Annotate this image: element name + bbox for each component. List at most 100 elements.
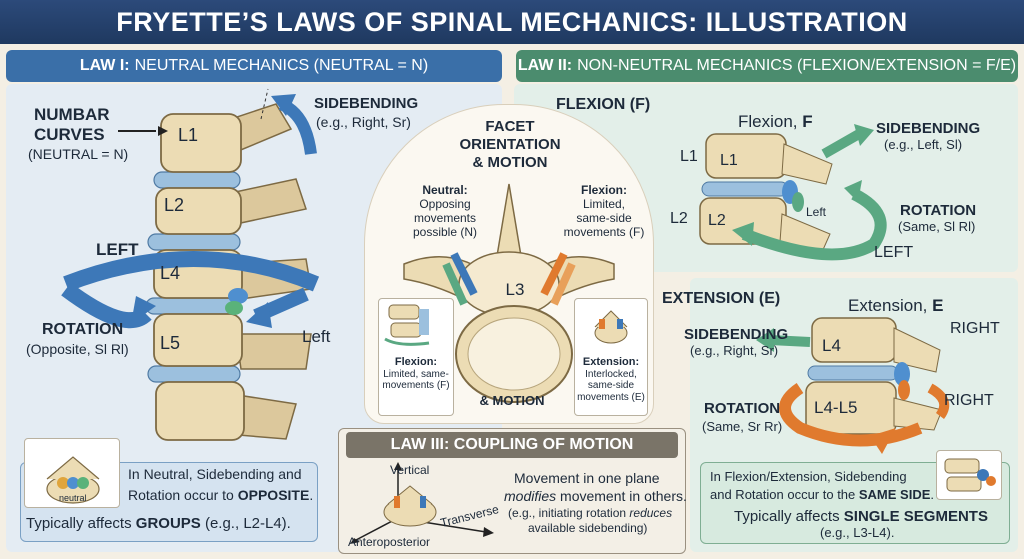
law3-text-line3-b: reduces xyxy=(629,506,673,520)
disc-2 xyxy=(147,233,241,251)
facet-title-3: & MOTION xyxy=(472,154,548,171)
extension-thumb-heading: Extension: xyxy=(582,356,640,368)
facet-right-orange xyxy=(540,252,568,296)
anteroposterior-axis-head xyxy=(350,538,360,544)
facet-l3-label: L3 xyxy=(505,280,525,299)
extension-rotation-label: ROTATION xyxy=(704,400,781,417)
spinous-process-4 xyxy=(235,333,312,370)
law2-box-line3-a: Typically affects xyxy=(734,508,844,525)
facet-neutral-heading: Neutral: xyxy=(422,183,468,197)
extension-illustration xyxy=(756,317,950,454)
law1-neutral-thumbnail: neutral xyxy=(24,438,120,508)
law1-box-line1: In Neutral, Sidebending and xyxy=(128,466,302,482)
sidebending-arrowhead xyxy=(271,94,296,116)
law1-box-line3-c: (e.g., L2-L4). xyxy=(200,515,291,532)
law1-left-label: LEFT xyxy=(96,240,139,259)
flexion-sidebending-label: SIDEBENDING xyxy=(876,120,981,137)
flexion-sidebending-arrow xyxy=(821,129,862,159)
law1-sidebending-eg: (e.g., Right, Sr) xyxy=(316,114,411,130)
law2-header: LAW II: NON-NEUTRAL MECHANICS (FLEXION/E… xyxy=(516,50,1018,82)
law1-box-line3: Typically affects GROUPS (e.g., L2-L4). xyxy=(26,515,291,532)
law2-box-line3: Typically affects SINGLE SEGMENTS xyxy=(734,508,988,525)
law2-thumbnail xyxy=(936,450,1002,500)
extension-thumb-line2: same-side xyxy=(587,380,635,392)
law2-box-line3-b: SINGLE SEGMENTS xyxy=(843,508,988,525)
facet-neutral-line2: movements xyxy=(413,211,477,225)
law1-box-line2-c: . xyxy=(309,487,314,503)
facet-right-light-orange xyxy=(550,262,576,306)
extension-rotation-eg: (Same, Sr Rr) xyxy=(702,419,783,434)
law1-header: LAW I: NEUTRAL MECHANICS (NEUTRAL = N) xyxy=(6,50,502,82)
flexion-l2-inner: L2 xyxy=(708,212,726,229)
law2-header-prefix: LAW II: xyxy=(517,57,573,74)
extension-facet-orange xyxy=(898,380,910,400)
page-title: FRYETTE’S LAWS OF SPINAL MECHANICS: ILLU… xyxy=(0,0,1024,44)
law3-header: LAW III: COUPLING OF MOTION xyxy=(346,432,678,458)
numbar-label: NUMBAR xyxy=(34,105,110,124)
facet-neutral-line1: Opposing xyxy=(419,197,471,211)
rotation-arrowhead-left xyxy=(131,296,156,324)
flexion-facet-green xyxy=(792,192,804,212)
flexion-rotation-eg: (Same, Sl Rl) xyxy=(898,219,976,234)
law2-header-text: NON-NEUTRAL MECHANICS (FLEXION/EXTENSION… xyxy=(577,57,1017,74)
law1-header-text: NEUTRAL MECHANICS (NEUTRAL = N) xyxy=(134,57,429,74)
flexion-thumb-heading: Flexion: xyxy=(394,356,438,368)
extension-sidebending-arrow xyxy=(769,335,811,347)
page-title-text: FRYETTE’S LAWS OF SPINAL MECHANICS: ILLU… xyxy=(116,6,908,37)
law3-text-line3-a: (e.g., initiating rotation xyxy=(508,506,630,520)
vertebra-body-lower xyxy=(155,381,245,441)
facet-title-1: FACET xyxy=(485,118,535,135)
flexion-l1-inner: L1 xyxy=(720,152,738,169)
same-side-vertebra-icon xyxy=(944,458,996,492)
coupling-facet-orange xyxy=(394,496,400,508)
flexion-left-small: Left xyxy=(806,205,827,219)
disc-1 xyxy=(153,171,241,189)
vertebra-label-l4: L4 xyxy=(160,263,181,283)
facet-left-green xyxy=(442,262,468,306)
law1-box-line3-b: GROUPS xyxy=(135,515,201,532)
law1-header-prefix: LAW I: xyxy=(79,57,130,74)
flexion-thumbnail-icon xyxy=(384,304,430,346)
extension-l4l5-label: L4-L5 xyxy=(814,398,858,417)
law3-text-line1: Movement in one plane xyxy=(514,470,660,486)
extension-disc xyxy=(807,365,899,381)
law3-anteroposterior-label: Anteroposterior xyxy=(348,535,431,549)
extension-l4-label: L4 xyxy=(822,336,841,355)
extension-subtitle-a: Extension, xyxy=(848,296,933,315)
law3-vertical-label: Vertical xyxy=(390,463,430,477)
flexion-l1-outer: L1 xyxy=(680,148,698,165)
neutral-thumb-label: neutral xyxy=(59,493,87,503)
law1-rotation-label: ROTATION xyxy=(42,321,124,338)
flexion-rotation-arrowhead-2 xyxy=(844,180,862,202)
flexion-spinous-1 xyxy=(781,143,833,185)
vertebra-body-l2 xyxy=(155,187,242,235)
flexion-rotation-arrow xyxy=(741,188,887,261)
flexion-title: FLEXION (F) xyxy=(556,96,651,113)
facet-vertebra-illustration xyxy=(403,183,615,403)
extension-sidebending-eg: (e.g., Right, Sr) xyxy=(690,343,779,358)
law3-header-text: LAW III: COUPLING OF MOTION xyxy=(390,436,634,453)
facet-blue xyxy=(228,288,248,304)
vertebra-body-l5 xyxy=(153,313,243,367)
extension-subtitle-b: E xyxy=(932,296,944,315)
law1-left-arrow-label: Left xyxy=(302,327,331,346)
flexion-l2-outer: L2 xyxy=(670,210,688,227)
flexion-thumbnail: Flexion: Limited, same- movements (F) xyxy=(378,298,454,416)
facet-flexion-line2: same-side xyxy=(576,211,632,225)
law2-box-line2-b: SAME SIDE xyxy=(858,487,931,502)
facet-neutral-line3: possible (N) xyxy=(412,225,478,239)
law1-box-line2-a: Rotation occur to xyxy=(128,487,238,503)
law3-text-line4: available sidebending) xyxy=(528,521,648,535)
law2-box-line2-c: . xyxy=(930,487,935,502)
rotation-arrow-back xyxy=(63,251,320,292)
law1-rotation-eg: (Opposite, Sl Rl) xyxy=(26,341,129,357)
law3-text-line2: modifies movement in others. xyxy=(504,488,687,504)
law2-box-line1: In Flexion/Extension, Sidebending xyxy=(710,469,907,484)
extension-spinous-2 xyxy=(893,397,943,431)
facet-flexion-heading: Flexion: xyxy=(580,183,627,197)
extension-facet-blue xyxy=(894,362,910,386)
extension-thumbnail: Extension: Interlocked, same-side moveme… xyxy=(574,298,648,416)
extension-thumb-line1: Interlocked, xyxy=(585,368,637,380)
vertical-axis-head xyxy=(394,462,402,470)
extension-spinous-1 xyxy=(893,327,941,373)
